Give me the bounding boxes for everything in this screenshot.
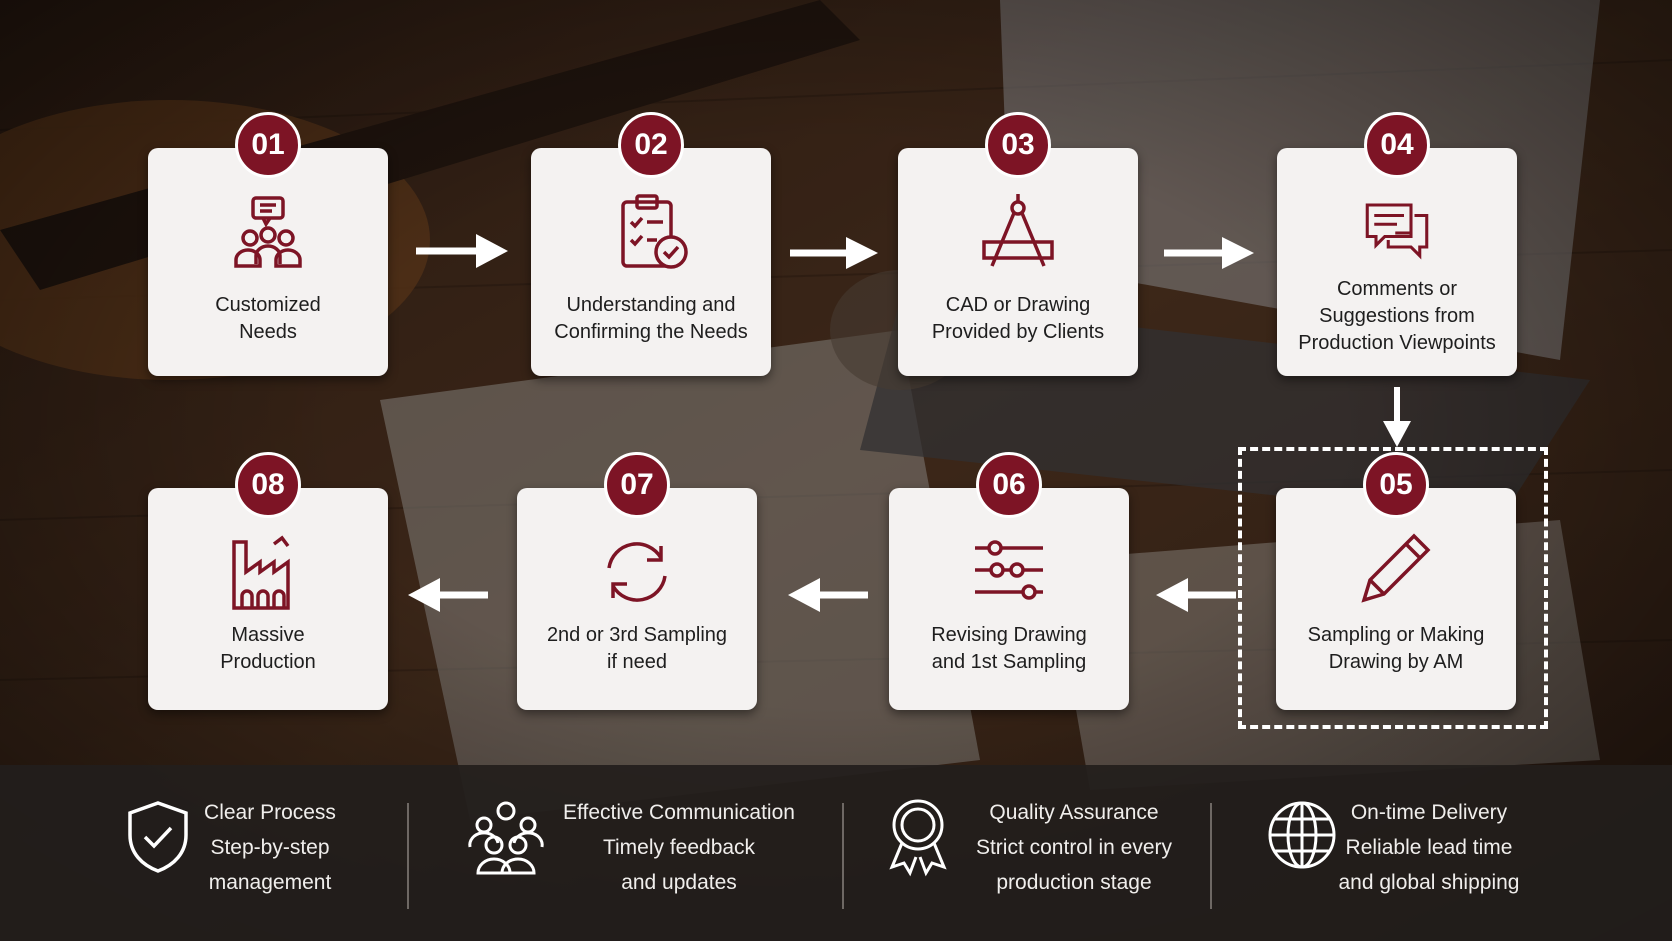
step-number-badge: 02 bbox=[618, 112, 684, 178]
arrow-right-icon bbox=[416, 234, 508, 268]
award-ribbon-icon bbox=[889, 799, 947, 877]
people-group-icon bbox=[468, 801, 544, 875]
step-number-badge: 04 bbox=[1364, 112, 1430, 178]
arrow-right-icon bbox=[790, 237, 878, 269]
chat-bubbles-icon bbox=[1365, 203, 1429, 260]
arrow-left-icon bbox=[1156, 578, 1236, 612]
arrow-left-icon bbox=[408, 578, 488, 612]
step-number-badge: 01 bbox=[235, 112, 301, 178]
factory-icon bbox=[232, 535, 290, 610]
sliders-icon bbox=[975, 540, 1043, 600]
team-chat-icon bbox=[234, 196, 302, 268]
step-number-badge: 07 bbox=[604, 452, 670, 518]
feature-divider bbox=[842, 803, 844, 909]
arrow-left-icon bbox=[788, 578, 868, 612]
arrow-down-icon bbox=[1383, 387, 1411, 447]
shield-check-icon bbox=[128, 801, 188, 873]
clipboard-check-icon bbox=[621, 194, 688, 269]
refresh-icon bbox=[607, 542, 667, 602]
step-number-badge: 05 bbox=[1363, 452, 1429, 518]
globe-icon bbox=[1268, 801, 1336, 869]
step-number-badge: 03 bbox=[985, 112, 1051, 178]
feature-divider bbox=[407, 803, 409, 909]
highlight-dashed-box bbox=[1238, 447, 1548, 729]
step-number-badge: 06 bbox=[976, 452, 1042, 518]
pencil-icon bbox=[1361, 533, 1431, 603]
step-number-badge: 08 bbox=[235, 452, 301, 518]
drafting-compass-icon bbox=[982, 194, 1054, 267]
arrow-right-icon bbox=[1164, 237, 1254, 269]
feature-divider bbox=[1210, 803, 1212, 909]
